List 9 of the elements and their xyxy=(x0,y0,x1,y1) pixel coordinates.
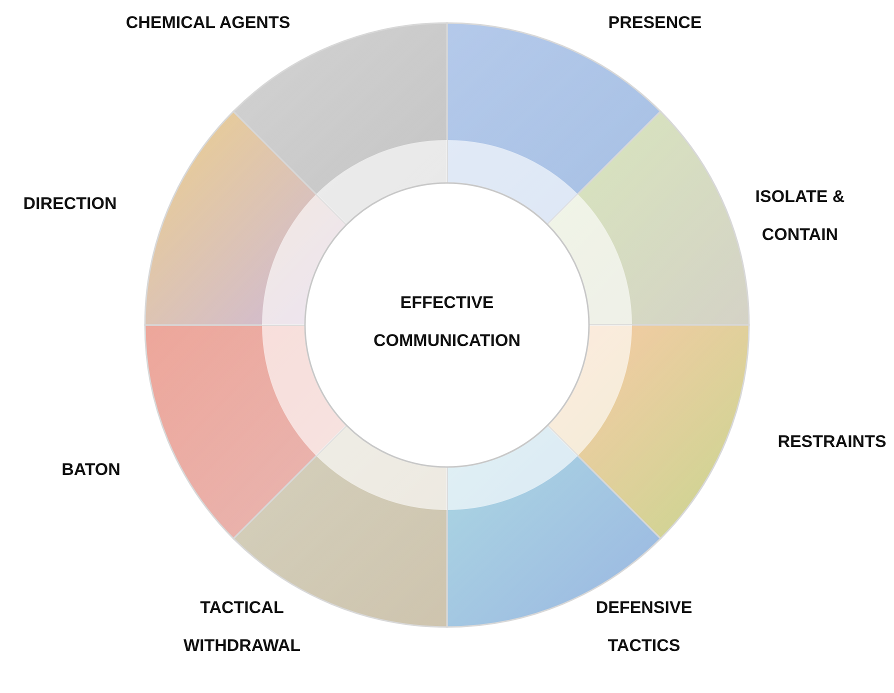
segment-label: DEFENSIVE TACTICS xyxy=(596,598,692,655)
segment-label: RESTRAINTS xyxy=(778,432,886,451)
center-label: EFFECTIVE COMMUNICATION xyxy=(374,293,520,350)
segment-label: CHEMICAL AGENTS xyxy=(126,13,290,32)
segment-label: DIRECTION xyxy=(23,194,117,213)
segment-label: PRESENCE xyxy=(608,13,702,32)
segment-label: BATON xyxy=(62,460,120,479)
segment-label: TACTICAL WITHDRAWAL xyxy=(183,598,301,655)
segment-label: ISOLATE & CONTAIN xyxy=(755,187,845,244)
